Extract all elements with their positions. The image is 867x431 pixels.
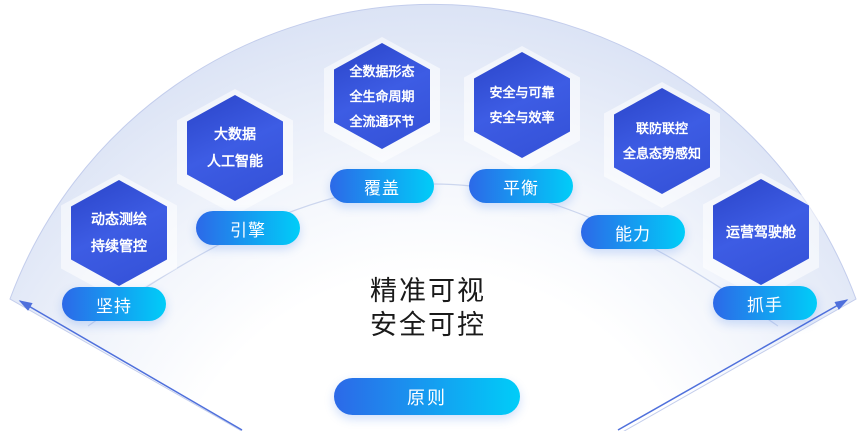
pill-fugai: 覆盖 bbox=[330, 169, 434, 203]
pill-pingheng: 平衡 bbox=[469, 169, 573, 203]
pill-jianchi: 坚持 bbox=[62, 287, 166, 321]
hexagon-text-line: 全流通环节 bbox=[349, 113, 415, 129]
right-arrow-icon bbox=[617, 299, 849, 431]
hexagon-text-line: 大数据 bbox=[214, 126, 256, 142]
hexagon-text-line: 全数据形态 bbox=[349, 63, 415, 79]
hexagon-text-line: 联防联控 bbox=[635, 121, 688, 136]
pill-yinqing: 引擎 bbox=[196, 211, 300, 245]
hexagon-text-line: 持续管控 bbox=[91, 238, 147, 254]
pill-yuanze: 原则 bbox=[334, 378, 520, 415]
hexagon-text-line: 全息态势感知 bbox=[622, 146, 701, 161]
hexagon-anquan: 安全与可靠 安全与效率 bbox=[464, 46, 580, 172]
title-line-2: 安全可控 bbox=[370, 310, 486, 340]
hexagon-text-line: 人工智能 bbox=[207, 153, 263, 169]
title-line-1: 精准可视 bbox=[370, 276, 486, 306]
hexagon-quanshuju: 全数据形态 全生命周期 全流通环节 bbox=[324, 37, 440, 163]
hexagon-yunying: 运营驾驶舱 bbox=[703, 173, 819, 299]
hexagon-text-line: 安全与效率 bbox=[489, 110, 555, 125]
hexagon-dashuju: 大数据 人工智能 bbox=[177, 89, 293, 215]
hexagon-dongtai-cehui: 动态测绘 持续管控 bbox=[61, 174, 177, 300]
hexagon-lianfang: 联防联控 全息态势感知 bbox=[604, 82, 720, 208]
page-title: 精准可视 安全可控 bbox=[318, 274, 538, 342]
pill-nengli: 能力 bbox=[581, 215, 685, 249]
pill-zhuashou: 抓手 bbox=[713, 286, 817, 320]
left-arrow-icon bbox=[18, 300, 243, 431]
hexagon-text-line: 安全与可靠 bbox=[489, 85, 555, 100]
hexagon-text-line: 动态测绘 bbox=[91, 211, 147, 227]
hexagon-text-line: 运营驾驶舱 bbox=[726, 223, 796, 240]
hexagon-text-line: 全生命周期 bbox=[349, 88, 415, 104]
